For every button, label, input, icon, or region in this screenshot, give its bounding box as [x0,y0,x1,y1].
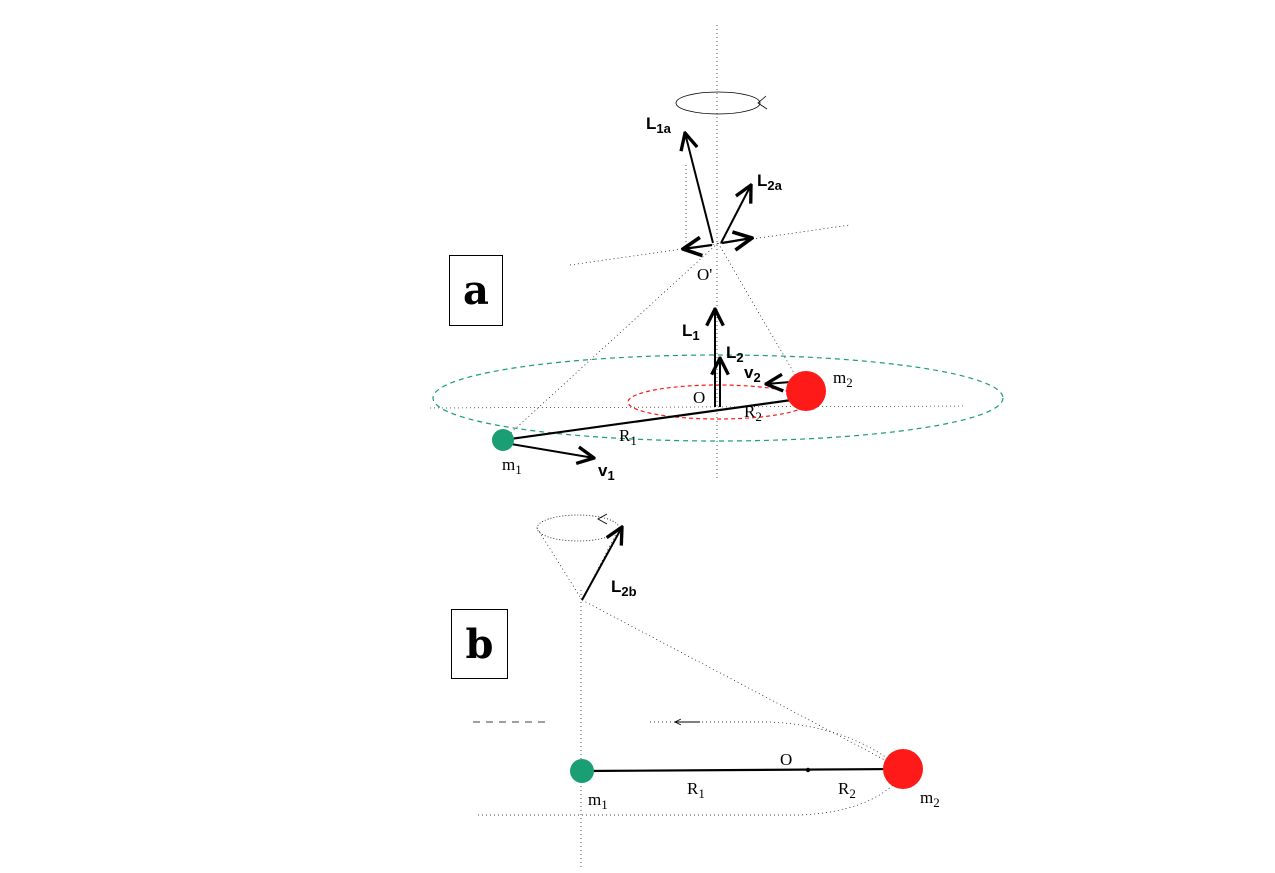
label-m2-a: m2 [833,368,853,390]
label-r2-b: R2 [838,779,856,801]
label-r1-a: R1 [619,426,637,448]
panel-b: L2b O R1 R2 m1 m2 [473,513,940,870]
mass-m1-a [492,429,514,451]
rod-b [581,767,904,773]
label-r1-b: R1 [687,779,705,801]
label-l1a: L1a [646,114,672,136]
label-v2: v2 [744,363,761,385]
mass-m2-a [786,371,826,411]
cone-right [581,527,620,601]
label-m2-b: m2 [920,788,940,810]
rotation-indicator-a [675,91,761,115]
orbit-m1 [432,354,1004,442]
label-l2: L2 [726,343,744,365]
precession-circle [536,514,620,542]
label-v1: v1 [598,461,615,483]
component-left [683,245,713,249]
vector-l1a [685,133,714,244]
label-oprime: O' [697,265,712,284]
label-l1: L1 [682,321,700,343]
label-o-b: O [780,750,792,769]
center-o-dot [805,767,811,773]
precession-arrow [597,513,608,525]
rotation-arrow-a [757,95,768,110]
cone-line-m1 [502,242,719,441]
label-r2-a: R2 [744,402,762,424]
label-l2a: L2a [757,171,783,193]
mass-m2-b [883,749,923,789]
vector-l2b [581,527,622,601]
label-m1-b: m1 [588,790,608,812]
vector-v1 [504,442,594,458]
label-l2b: L2b [611,577,637,599]
label-m1-a: m1 [502,455,522,477]
cone-line-m2 [717,242,805,391]
panel-a: L1a L2a O' L1 L2 v2 m2 O R2 R1 m1 v1 [429,25,1004,483]
rod-a [502,396,807,442]
vector-l2a [720,185,751,244]
cone-left [536,527,583,601]
label-o-a: O [693,388,705,407]
panel-a-tag: a [449,255,503,326]
panel-b-tag: b [451,609,508,679]
component-right [721,238,752,243]
mass-m1-b [570,759,594,783]
cone-line-m2-b [581,599,901,769]
